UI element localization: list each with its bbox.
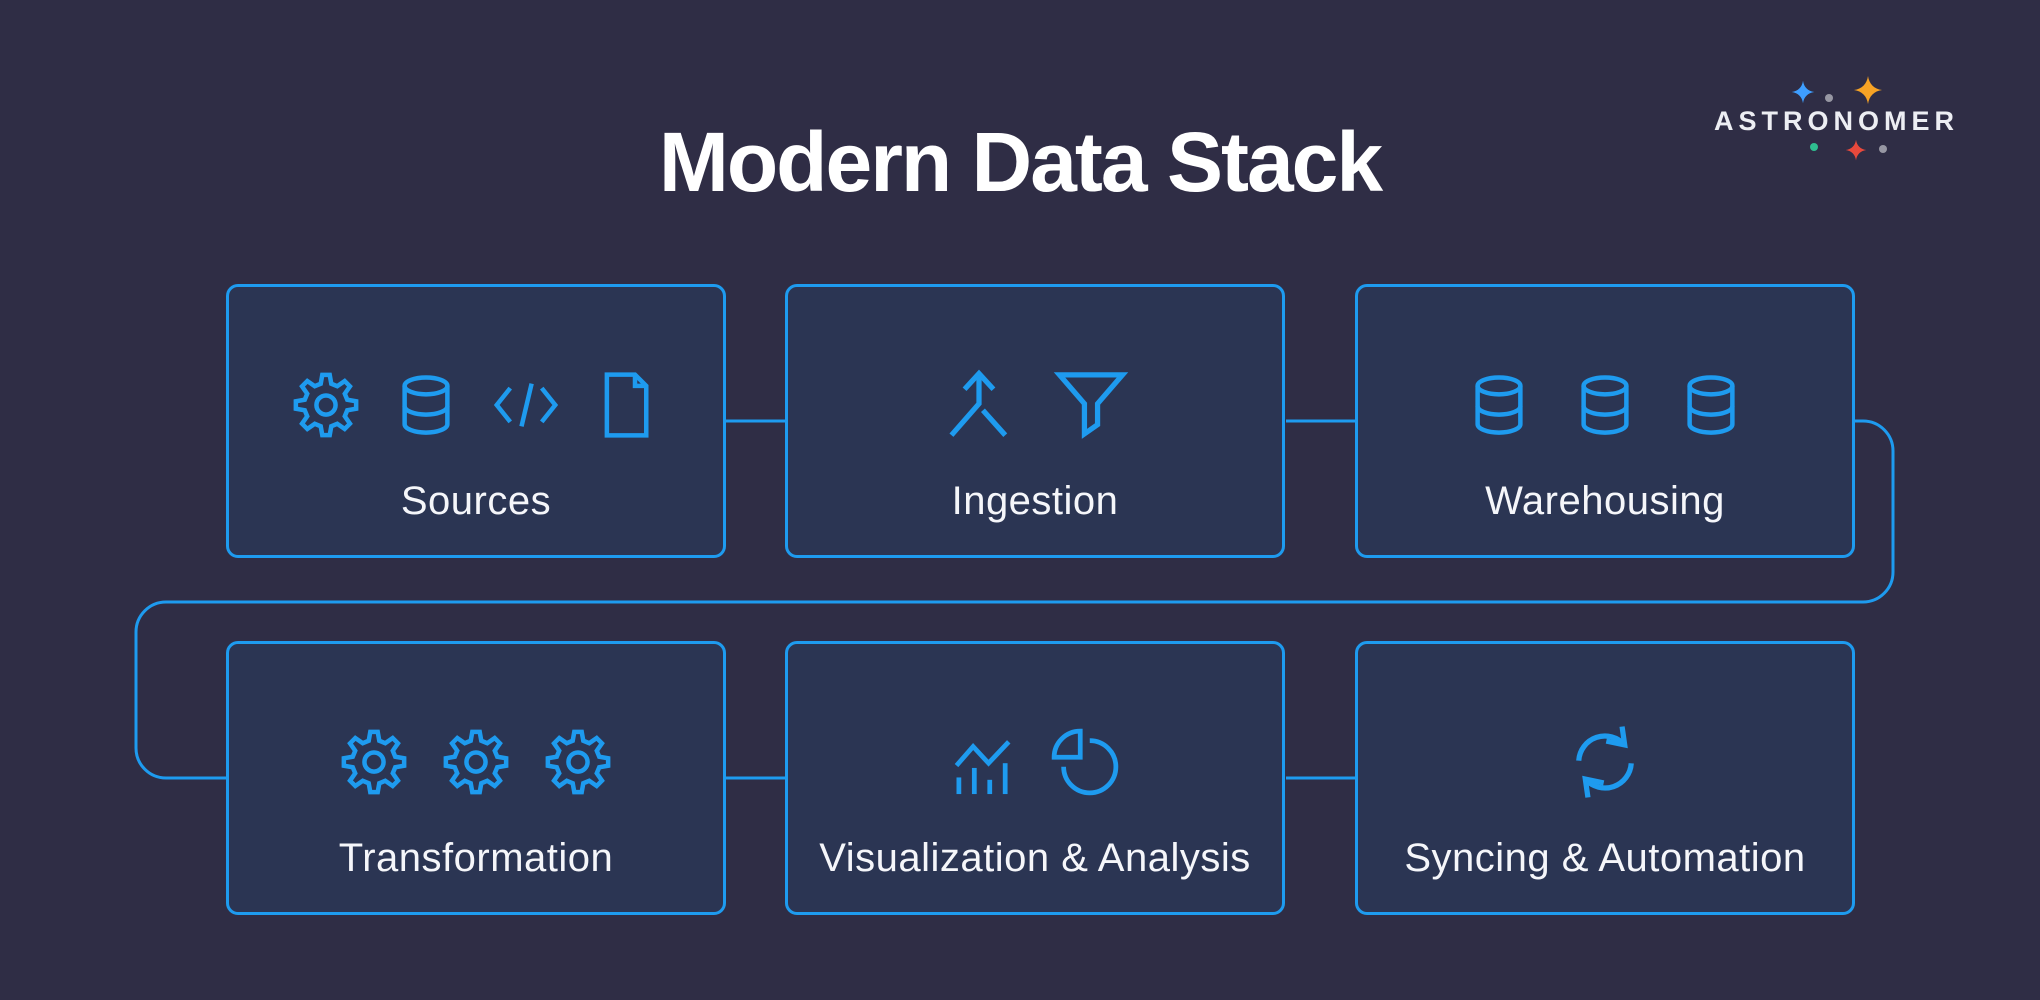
box-label: Transformation — [338, 836, 614, 880]
transformation-icons — [229, 714, 723, 810]
database-icon — [1569, 369, 1641, 441]
gear-icon — [338, 726, 410, 798]
gear-icon — [542, 726, 614, 798]
database-icon — [1463, 369, 1535, 441]
box-sources: Sources — [226, 284, 726, 558]
ingestion-icons — [788, 357, 1282, 453]
document-icon — [590, 369, 662, 441]
box-label: Ingestion — [951, 479, 1119, 523]
gear-icon — [440, 726, 512, 798]
box-label: Visualization & Analysis — [819, 836, 1251, 880]
syncing-icons — [1358, 714, 1852, 810]
box-transformation: Transformation — [226, 641, 726, 915]
astronomer-wordmark: ASTRONOMER — [1714, 106, 1959, 136]
connector-warehousing-transformation-loop — [134, 419, 1895, 780]
merge-arrow-icon — [937, 363, 1021, 447]
sources-icons — [229, 357, 723, 453]
code-icon — [490, 369, 562, 441]
box-label: Warehousing — [1485, 479, 1725, 523]
database-icon — [390, 369, 462, 441]
pie-chart-icon — [1047, 724, 1123, 800]
box-label: Sources — [400, 479, 552, 523]
gear-icon — [290, 369, 362, 441]
box-ingestion: Ingestion — [785, 284, 1285, 558]
bar-chart-icon — [947, 724, 1023, 800]
dot-green-icon — [1810, 143, 1818, 151]
astronomer-logo: ASTRONOMER — [1690, 56, 1990, 171]
warehousing-icons — [1358, 357, 1852, 453]
funnel-icon — [1049, 363, 1133, 447]
box-label: Syncing & Automation — [1404, 836, 1806, 880]
visualization-icons — [788, 714, 1282, 810]
database-icon — [1675, 369, 1747, 441]
page-title: Modern Data Stack — [658, 115, 1383, 209]
star-orange-icon — [1853, 75, 1883, 105]
star-red-icon — [1845, 139, 1867, 161]
star-blue-icon — [1791, 80, 1815, 104]
dot-gray-2-icon — [1879, 145, 1887, 153]
dot-gray-icon — [1825, 94, 1833, 102]
box-visualization-analysis: Visualization & Analysis — [785, 641, 1285, 915]
box-syncing-automation: Syncing & Automation — [1355, 641, 1855, 915]
sync-arrows-icon — [1563, 720, 1647, 804]
box-warehousing: Warehousing — [1355, 284, 1855, 558]
